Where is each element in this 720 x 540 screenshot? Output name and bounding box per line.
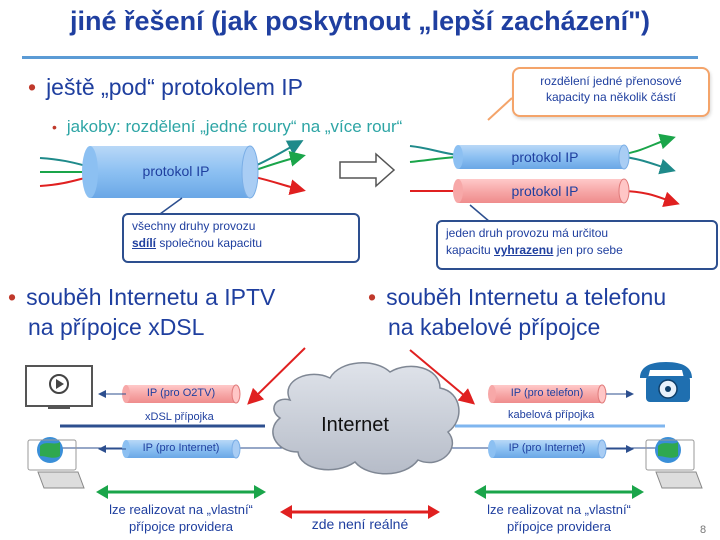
bullet-marker: •	[8, 284, 17, 310]
pipe-internet-right	[488, 439, 607, 459]
computer-icon-right	[645, 437, 703, 489]
title-rule	[22, 56, 698, 59]
bullet-under-ip: • ještě „pod“ protokolem IP	[28, 74, 303, 101]
note-right-line-1: jeden druh provozu má určitou	[446, 226, 609, 240]
left-pipe-label: protokol IP	[142, 163, 210, 179]
xdsl-label: xDSL přípojka	[145, 411, 214, 423]
page-number: 8	[700, 524, 707, 536]
transform-arrow	[339, 152, 396, 188]
right-green-line-2: přípojce providera	[506, 519, 612, 534]
bullet-under-ip-text: ještě „pod“ protokolem IP	[46, 74, 304, 100]
right-green-label: lze realizovat na „vlastní“ přípojce pro…	[464, 501, 654, 535]
ip-telefon-label: IP (pro telefon)	[510, 387, 584, 399]
red-center-label: zde není reálné	[311, 516, 409, 532]
pipe-internet-left	[122, 439, 241, 459]
bullet-marker: •	[368, 284, 377, 310]
bullet-telefon-line-1: souběh Internetu a telefonu	[386, 284, 667, 310]
right-ip-pipe-top	[453, 144, 630, 170]
bullet-marker: •	[28, 74, 37, 100]
bullet2-pointer	[247, 347, 306, 405]
telephone-icon	[640, 362, 692, 402]
cloud-label: Internet	[321, 414, 389, 436]
slide-title: jiné řešení (jak poskytnout „lepší zachá…	[70, 6, 650, 36]
right-green-line-1: lze realizovat na „vlastní“	[487, 502, 631, 517]
callout-pointer	[487, 97, 513, 121]
sub-bullet-marker: •	[52, 119, 57, 135]
right-pipe-top-label: protokol IP	[511, 149, 579, 165]
left-ip-pipe	[82, 145, 259, 199]
left-green-line-2: přípojce providera	[128, 519, 234, 534]
left-green-label: lze realizovat na „vlastní“ přípojce pro…	[86, 501, 276, 535]
note-reserved-capacity: jeden druh provozu má určitou kapacitu v…	[436, 220, 718, 270]
ip-internet-right-label: IP (pro Internet)	[508, 442, 586, 454]
right-pipe-bottom-label: protokol IP	[511, 183, 579, 199]
tv-monitor-icon	[25, 365, 93, 409]
cable-label: kabelová přípojka	[508, 409, 595, 421]
note-right-bold: vyhrazenu	[494, 243, 554, 257]
sub-bullet-pipes: • jakoby: rozdělení „jedné roury“ na „víc…	[52, 117, 402, 137]
note-right-prefix: kapacitu	[446, 243, 495, 257]
note-left-rest: společnou kapacitu	[156, 236, 263, 250]
ip-o2tv-label: IP (pro O2TV)	[146, 387, 216, 399]
note-right-rest: jen pro sebe	[553, 243, 623, 257]
bullet3-pointer	[409, 349, 476, 405]
ip-internet-left-label: IP (pro Internet)	[142, 442, 220, 454]
note-left-line-1: všechny druhy provozu	[132, 219, 256, 233]
callout-line-1: rozdělení jedné přenosové	[540, 74, 682, 88]
callout-line-2: kapacity na několik částí	[545, 90, 677, 104]
left-green-line-1: lze realizovat na „vlastní“	[109, 502, 253, 517]
note-left-line-2: sdílí společnou kapacitu	[132, 235, 350, 252]
note-right-pointer	[469, 204, 491, 223]
sub-bullet-pipes-text: jakoby: rozdělení „jedné roury“ na „více…	[66, 117, 403, 136]
right-ip-pipe-bottom	[453, 178, 630, 204]
bullet-telefon-line-2: na kabelové přípojce	[388, 314, 601, 340]
bullet-iptv-line-2: na přípojce xDSL	[28, 314, 205, 340]
pipe-telefon	[488, 384, 607, 404]
bullet-telefon: • souběh Internetu a telefonu na kabelové…	[368, 282, 666, 342]
note-right-line-2: kapacitu vyhrazenu jen pro sebe	[446, 242, 708, 259]
note-left-bold: sdílí	[132, 236, 157, 250]
note-left-pointer	[159, 197, 183, 215]
split-capacity-callout: rozdělení jedné přenosové kapacity na ně…	[512, 67, 710, 117]
bullet-iptv: • souběh Internetu a IPTV na přípojce xDS…	[8, 282, 275, 342]
note-shared-capacity: všechny druhy provozu sdílí společnou ka…	[122, 213, 360, 263]
computer-icon-left	[27, 437, 85, 489]
bullet-iptv-line-1: souběh Internetu a IPTV	[26, 284, 276, 310]
internet-cloud	[272, 362, 460, 475]
